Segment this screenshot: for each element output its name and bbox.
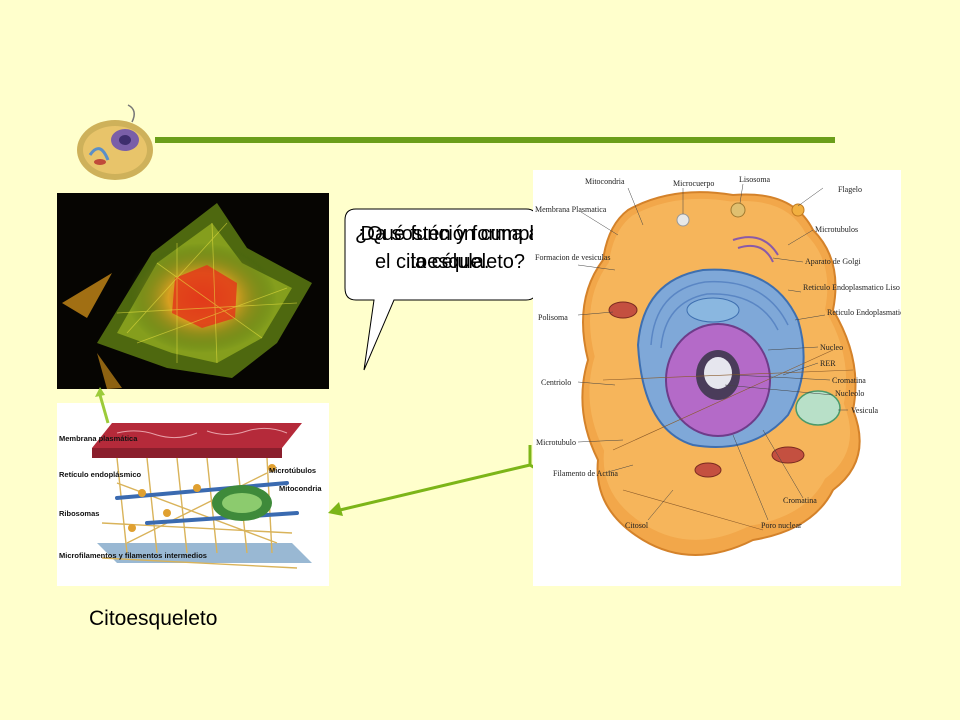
cell-label-lisosoma: Lisosoma xyxy=(739,175,771,184)
cell-logo-icon xyxy=(77,104,153,180)
cell-label-membrana: Membrana Plasmatica xyxy=(535,205,607,214)
label-microtubulos: Microtúbulos xyxy=(269,466,316,475)
cell-label-reticulo-liso: Reticulo Endoplasmatico Liso xyxy=(803,283,900,292)
cell-label-reticulo-rugoso: Reticulo Endoplasmatico Rugoso xyxy=(827,308,901,317)
cell-label-poro: Poro nuclear xyxy=(761,521,802,530)
label-ribosomas: Ribosomas xyxy=(59,509,99,518)
arrow-left-icon xyxy=(328,445,548,516)
cell-label-microtubulo: Microtubulo xyxy=(536,438,576,447)
cell-diagram: Mitocondria Microcuerpo Lisosoma Flagelo… xyxy=(533,170,901,586)
header-divider xyxy=(155,137,835,143)
cell-label-rer: RER xyxy=(820,359,836,368)
bubble-answer: Da sostén y forma a la célula. xyxy=(360,223,540,273)
cell-label-filamento: Filamento de Actina xyxy=(553,469,618,478)
cell-label-mitocondria: Mitocondria xyxy=(585,177,625,186)
cell-label-nucleo: Nucleo xyxy=(820,343,843,352)
cytoskeleton-photo xyxy=(57,193,329,389)
cell-label-microcuerpo: Microcuerpo xyxy=(673,179,714,188)
label-membrana: Membrana plasmática xyxy=(59,434,138,443)
cytoskeleton-diagram: Membrana plasmática Retículo endoplásmic… xyxy=(57,403,329,586)
cell-label-centriolo: Centriolo xyxy=(541,378,571,387)
cell-label-cromatina: Cromatina xyxy=(832,376,866,385)
label-microfilamentos: Microfilamentos y filamentos intermedios xyxy=(59,551,207,560)
label-mitocondria: Mitocondria xyxy=(279,484,322,493)
caption-citoesqueleto: Citoesqueleto xyxy=(89,607,218,630)
bubble-question: ¿Qué función cumple el citoesqueleto? xyxy=(354,223,546,273)
cell-label-flagelo: Flagelo xyxy=(838,185,862,194)
cell-label-golgi: Aparato de Golgi xyxy=(805,257,861,266)
cell-label-citosol: Citosol xyxy=(625,521,649,530)
cell-label-nucleolo: Nucleolo xyxy=(835,389,864,398)
cell-label-formacion: Formacion de vesiculas xyxy=(535,253,611,262)
cell-label-cromatina2: Cromatina xyxy=(783,496,817,505)
arrow-up-icon xyxy=(95,387,110,424)
label-reticulo: Retículo endoplásmico xyxy=(59,470,142,479)
cell-label-vesicula: Vesicula xyxy=(851,406,879,415)
cell-label-polisoma: Polisoma xyxy=(538,313,568,322)
cell-label-microtubulos: Microtubulos xyxy=(815,225,858,234)
